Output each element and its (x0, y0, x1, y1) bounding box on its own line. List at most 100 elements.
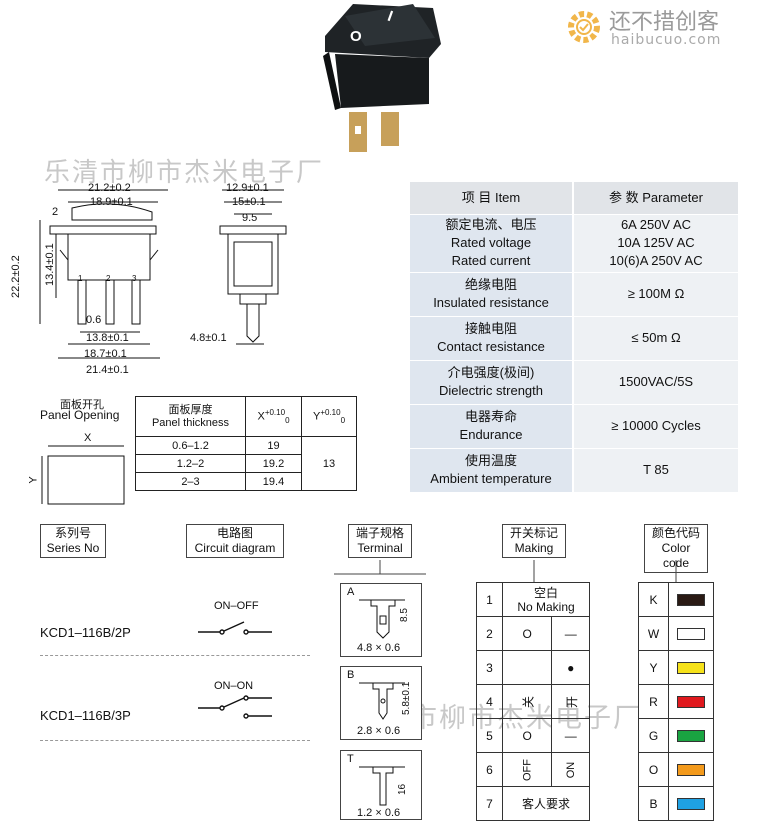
header-connectors (334, 560, 677, 582)
row-value: ≥ 100M Ω (572, 272, 738, 317)
table-row: 0.6–1.2 19 13 (135, 436, 357, 491)
color-code: O (638, 752, 669, 787)
x-tol-dn: 0 (285, 415, 290, 425)
thickness-head-cn: 面板厚度 (168, 403, 213, 416)
color-swatch (677, 730, 705, 743)
marking-symbol: 开 (553, 682, 588, 721)
circuit-header-en: Circuit diagram (194, 541, 276, 555)
circuit-header-cn: 电路图 (216, 526, 253, 540)
terminal-letter: B (347, 669, 355, 681)
marking-text: No Making (517, 599, 575, 614)
row-value: 1500VAC/5S (572, 360, 738, 405)
dim-pin-gap: 0.6 (86, 314, 102, 326)
x-value: 19.4 (245, 472, 302, 491)
circuit-on-on-icon (198, 695, 272, 719)
terminal-header-en: Terminal (357, 541, 403, 555)
logo-brand: 还不措创客 (609, 10, 720, 35)
row-value: 6A 250V AC (620, 217, 692, 232)
terminal-header-cn: 端子规格 (355, 526, 404, 540)
logo-url: haibucuo.com (611, 32, 722, 48)
terminal-dim: 5.8±0.1 (401, 681, 412, 715)
series-no-3p: KCD1–116B/3P (40, 708, 131, 723)
thickness-value: 2–3 (135, 472, 246, 491)
marking-number: 7 (476, 786, 503, 821)
table-row: 介电强度(极间)Dielectric strength 1500VAC/5S (410, 360, 738, 405)
row-item: Rated voltage (450, 235, 532, 250)
table-row: 1.2–2 19.2 (135, 454, 357, 473)
terminal-a-shape (359, 599, 405, 639)
color-header-cn: 颜色代码 (651, 526, 700, 540)
row-value: 10A 125V AC (617, 235, 695, 250)
color-swatch (677, 696, 705, 709)
marking-symbol: O (501, 616, 553, 651)
color-swatch (677, 798, 705, 811)
color-code: B (638, 786, 669, 821)
x-value: 19.2 (245, 454, 302, 473)
dim-width-mid: 18.9±0.1 (90, 196, 133, 208)
table-row: 2–3 19.4 (135, 472, 357, 491)
y-tol-dn: 0 (340, 415, 346, 425)
y-value: 13 (301, 436, 357, 491)
marking-symbol (501, 650, 553, 685)
marking-symbol: ● (551, 650, 590, 685)
rocker-switch-photo (323, 4, 441, 152)
x-tol-up: +0.10 (264, 408, 286, 418)
marking-symbol: ON (553, 750, 588, 789)
dim-pin-span2: 18.7±0.1 (84, 348, 127, 360)
marking-text: 客人要求 (502, 786, 590, 821)
color-code: W (638, 616, 669, 651)
marking-text: 空白 (533, 585, 558, 600)
marking-number: 2 (476, 616, 503, 651)
panel-title-cn: 面板开孔 (60, 399, 104, 411)
color-swatch (677, 764, 705, 777)
row-item: 绝缘电阻 (464, 277, 517, 292)
terminal-t: T 16 1.2 × 0.6 (340, 750, 422, 820)
dim-lip: 2 (52, 206, 59, 218)
dim-side-3: 9.5 (242, 212, 258, 224)
circuit-label-3p: ON–ON (214, 680, 254, 692)
table-row: 3● (476, 650, 590, 685)
pin-label-2: 2 (106, 274, 111, 283)
row-item: 使用温度 (464, 453, 517, 468)
row-item: Contact resistance (437, 339, 545, 354)
marking-symbol: OFF (510, 744, 545, 795)
terminal-b-shape (359, 682, 405, 720)
terminal-dim: 8.5 (399, 608, 410, 622)
table-row: B (638, 786, 714, 821)
row-item: Rated current (451, 253, 531, 268)
thickness-value: 1.2–2 (135, 454, 246, 473)
row-value: T 85 (572, 448, 738, 493)
series-divider (40, 740, 310, 741)
table-row: W (638, 616, 714, 651)
marking-number: 1 (476, 582, 503, 617)
terminal-size: 4.8 × 0.6 (357, 642, 401, 654)
row-value: ≤ 50m Ω (572, 316, 738, 361)
series-header-en: Series No (46, 541, 100, 555)
terminal-dim: 16 (397, 783, 408, 795)
color-swatch (677, 594, 705, 607)
series-no-2p: KCD1–116B/2P (40, 625, 131, 640)
table-row: Y (638, 650, 714, 685)
series-header-cn: 系列号 (54, 526, 91, 540)
row-item: Endurance (459, 427, 523, 442)
panel-x-label: X (84, 432, 92, 444)
y-head: Y (312, 410, 321, 423)
site-logo[interactable]: 还不措创客 haibucuo.com (561, 4, 751, 52)
marking-symbol: O (501, 718, 553, 753)
dim-side-1: 12.9±0.1 (226, 182, 269, 194)
dim-side-4: 4.8±0.1 (190, 332, 227, 344)
pin-label-3: 3 (132, 274, 137, 283)
